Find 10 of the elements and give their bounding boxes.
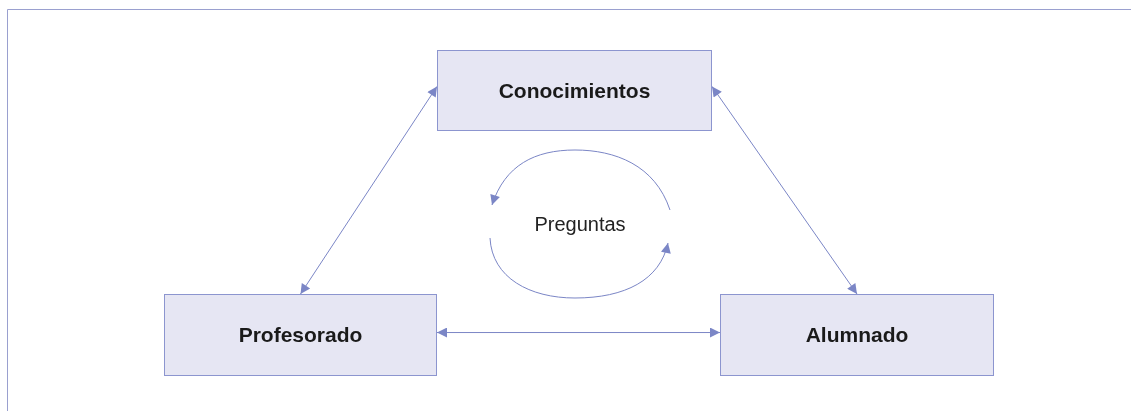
concept-box [164,294,437,376]
box-label: Profesorado [238,322,363,349]
double-arrow [300,85,438,295]
concept-box [437,50,712,131]
box-label: Alumnado [805,322,909,349]
cycle-label: Preguntas [533,212,627,237]
double-arrow [711,85,858,295]
box-label: Conocimientos [498,77,651,104]
concept-box [720,294,994,376]
double-arrow [436,327,721,338]
